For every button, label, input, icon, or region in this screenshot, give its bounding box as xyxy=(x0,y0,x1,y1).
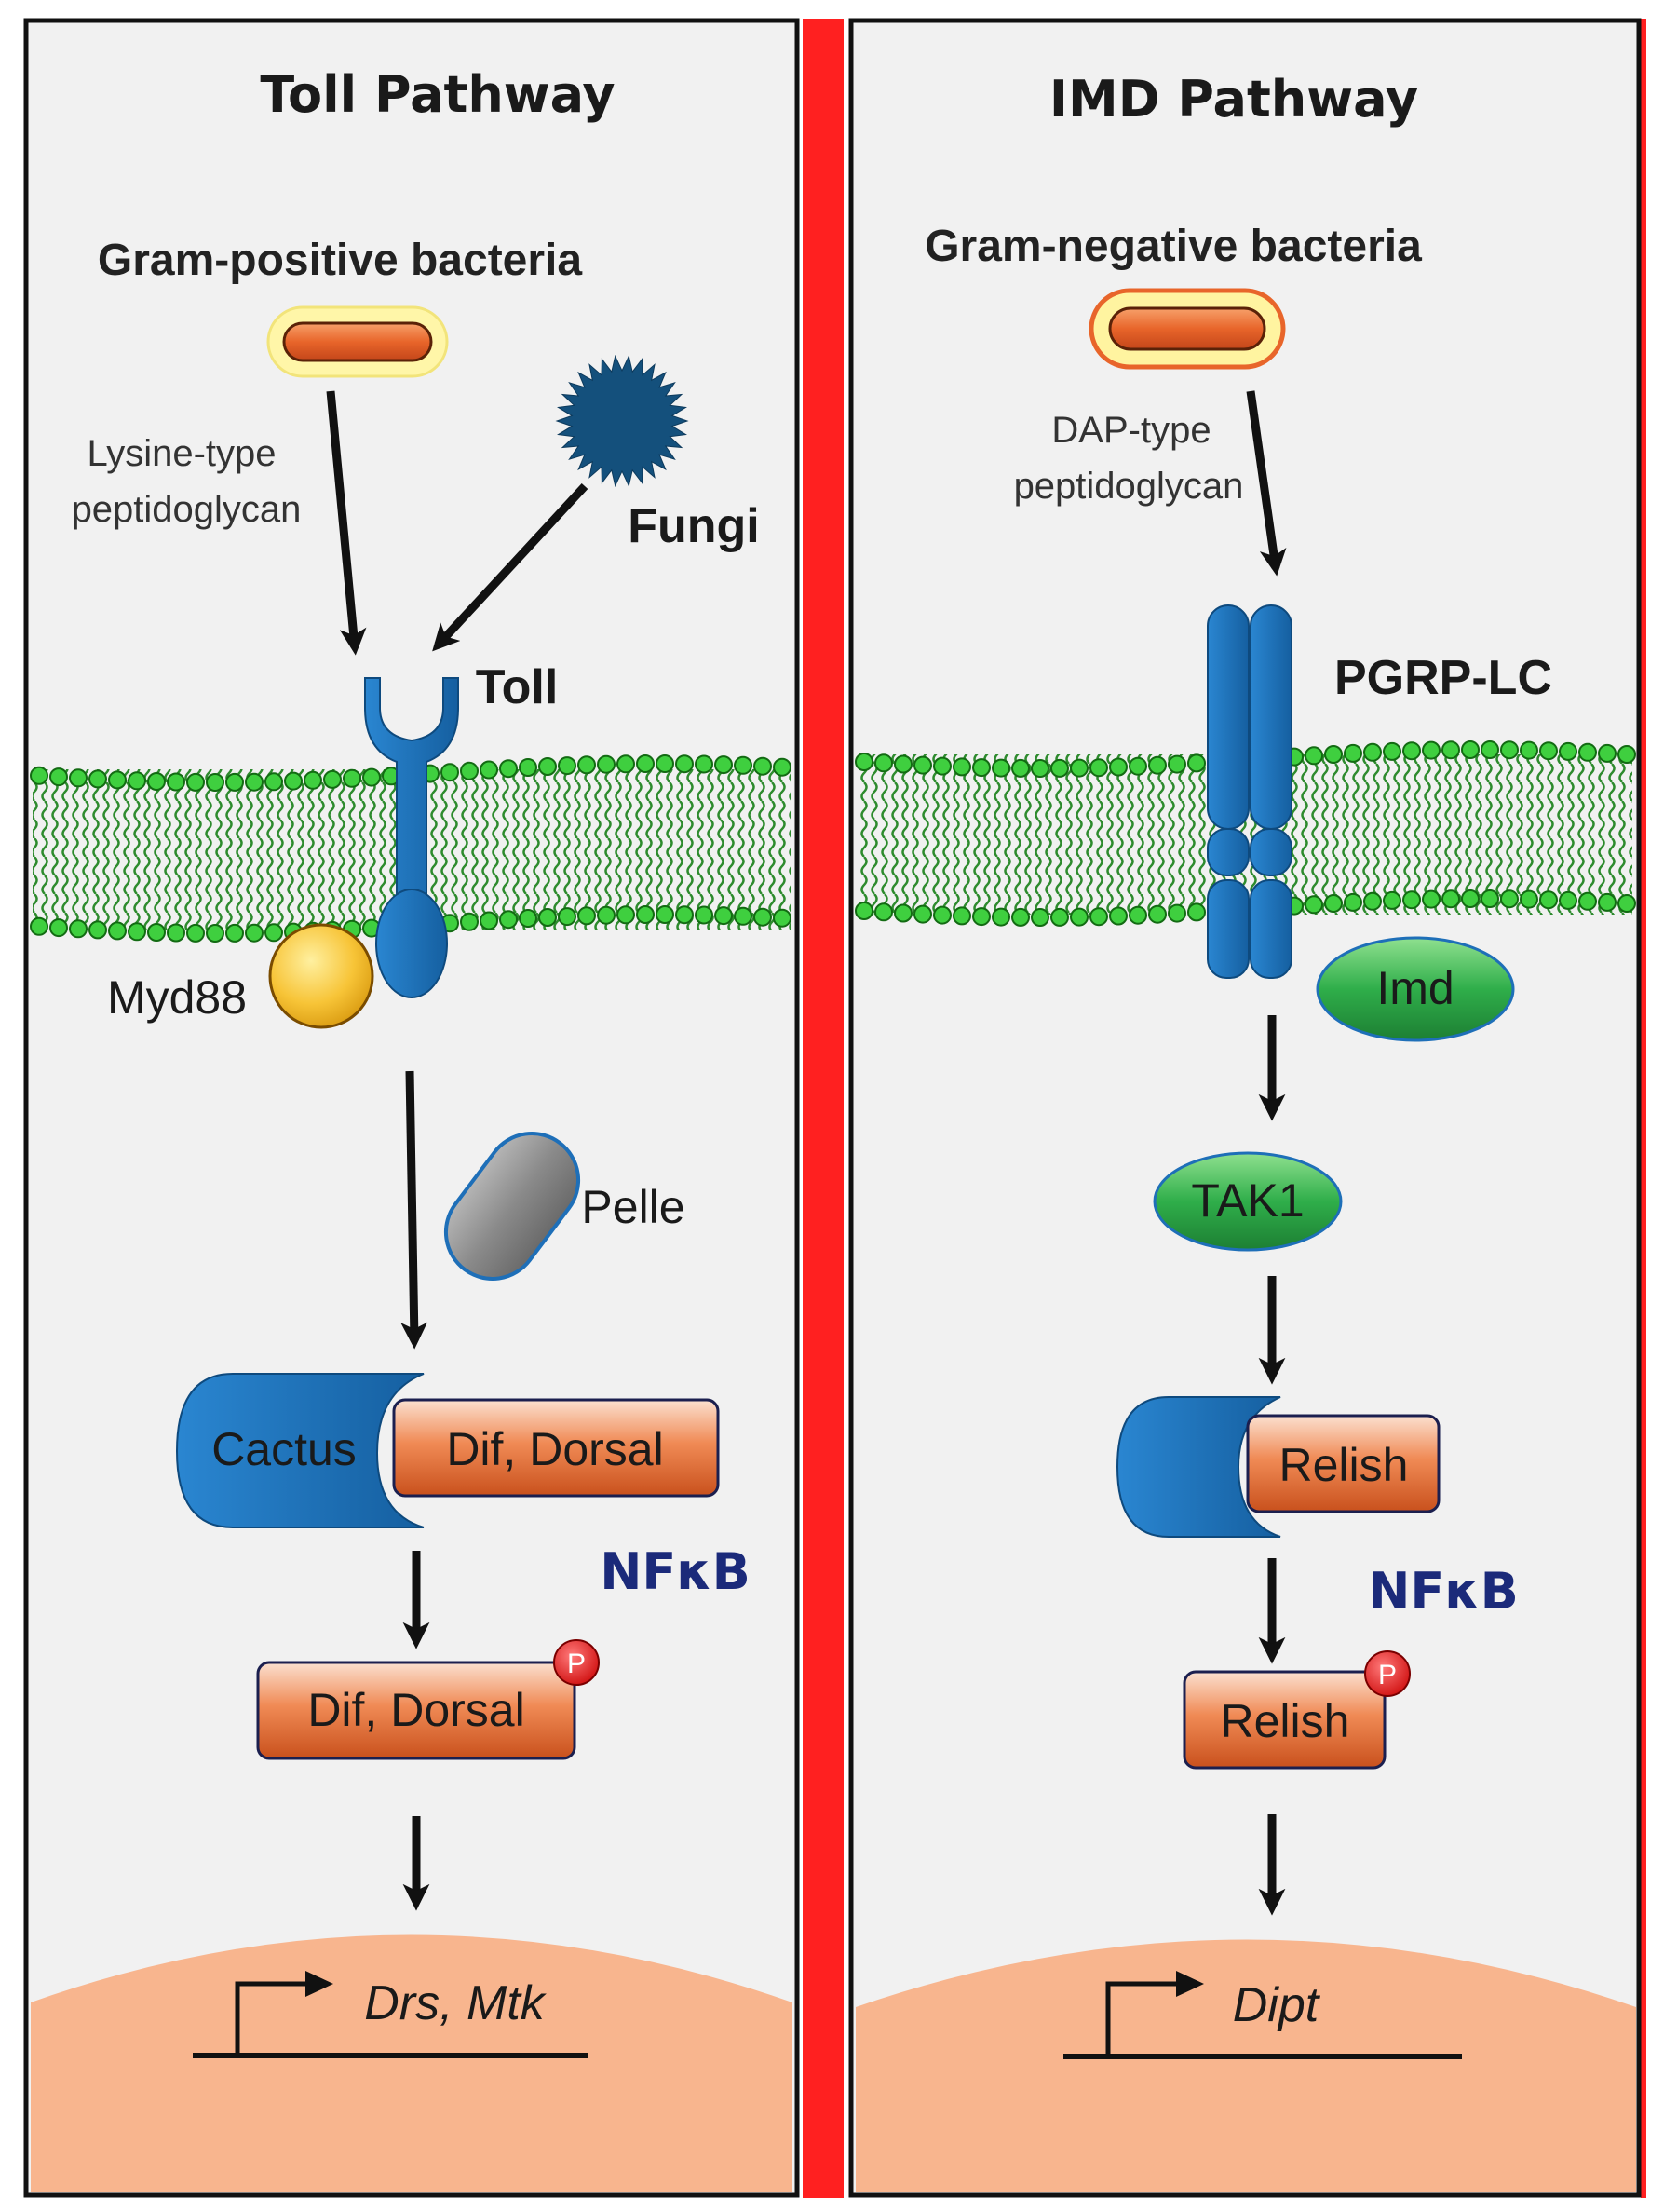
dap-peptidoglycan-label-1: DAP-type xyxy=(1051,410,1211,451)
myd88-protein xyxy=(268,923,374,1029)
relish-active-box xyxy=(1183,1670,1387,1770)
phosphate-label-right: P xyxy=(1378,1660,1397,1690)
imd-protein xyxy=(1316,936,1515,1042)
toll-pathway-panel: Toll Pathway Gram-positive bacteria Lysi… xyxy=(23,18,800,2198)
toll-gene-label: Drs, Mtk xyxy=(364,1976,548,2030)
dif-dorsal-active-box xyxy=(256,1661,576,1760)
relish-box xyxy=(1246,1414,1441,1513)
fungi-icon xyxy=(555,354,689,488)
nucleus-left xyxy=(31,1934,792,2192)
toll-receptor xyxy=(364,677,459,998)
phosphate-label-left: P xyxy=(567,1649,586,1679)
dap-peptidoglycan-label-2: peptidoglycan xyxy=(1014,466,1244,507)
cactus-label: Cactus xyxy=(211,1423,357,1475)
gene-promoter-left xyxy=(193,1971,588,2058)
dif-dorsal-box xyxy=(392,1398,720,1498)
lysine-peptidoglycan-label-2: peptidoglycan xyxy=(72,489,302,530)
phosphate-badge-right xyxy=(1364,1650,1411,1697)
gram-positive-bacterium xyxy=(266,305,449,378)
gram-negative-label: Gram-negative bacteria xyxy=(925,222,1422,271)
pelle-protein xyxy=(443,1132,581,1281)
pgrp-lc-receptor xyxy=(1207,604,1292,979)
toll-nfkb-label: NFκB xyxy=(600,1542,751,1601)
dif-dorsal-active-label: Dif, Dorsal xyxy=(307,1684,524,1736)
tak1-protein xyxy=(1153,1151,1343,1252)
lysine-peptidoglycan-label-1: Lysine-type xyxy=(87,433,276,474)
pgrp-lc-label: PGRP-LC xyxy=(1334,651,1552,705)
gram-positive-label: Gram-positive bacteria xyxy=(98,236,583,285)
tak1-label: TAK1 xyxy=(1191,1174,1304,1227)
relish-label: Relish xyxy=(1279,1439,1409,1491)
toll-panel-title: Toll Pathway xyxy=(260,65,615,124)
relish-inhibitor-protein xyxy=(1116,1396,1281,1538)
toll-label: Toll xyxy=(476,660,559,714)
pelle-label: Pelle xyxy=(581,1181,684,1233)
fungi-label: Fungi xyxy=(628,499,760,553)
arrow-bacteria-to-pgrp xyxy=(1246,390,1287,577)
dif-dorsal-label: Dif, Dorsal xyxy=(446,1423,663,1475)
imd-panel-title: IMD Pathway xyxy=(1049,70,1418,129)
cactus-protein xyxy=(175,1373,425,1528)
imd-gene-label: Dipt xyxy=(1233,1978,1321,2032)
phosphate-badge-left xyxy=(553,1639,600,1686)
imd-nfkb-label: NFκB xyxy=(1368,1562,1519,1621)
arrow-bacteria-to-toll xyxy=(326,390,367,656)
gram-negative-bacterium xyxy=(1089,288,1286,370)
arrow-fungi-to-toll xyxy=(432,482,588,652)
arrow-myd88-to-cactus xyxy=(400,1070,428,1350)
relish-active-label: Relish xyxy=(1221,1695,1350,1747)
imd-label: Imd xyxy=(1376,962,1454,1014)
center-divider xyxy=(803,19,844,2198)
imd-pathway-panel: IMD Pathway Gram-negative bacteria DAP-t… xyxy=(848,18,1642,2198)
nucleus-right xyxy=(856,1939,1636,2192)
gene-promoter-right xyxy=(1063,1971,1462,2059)
myd88-label: Myd88 xyxy=(107,971,247,1024)
